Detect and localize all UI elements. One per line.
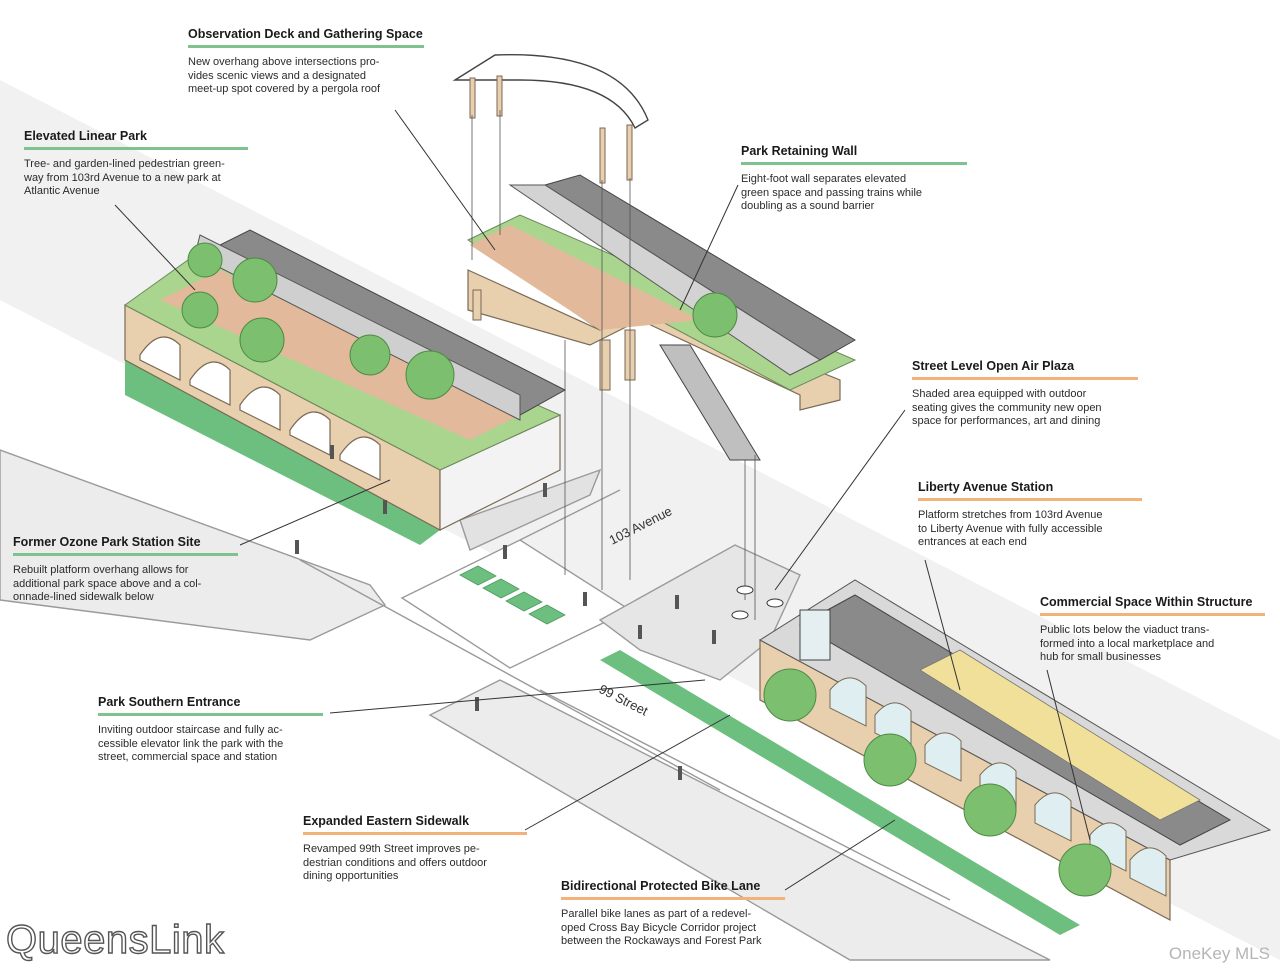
plaza-tables	[731, 585, 784, 620]
central-trees	[692, 292, 738, 338]
callout-bike-lane: Bidirectional Protected Bike Lane Parall…	[561, 879, 785, 949]
callout-park-retaining-wall: Park Retaining Wall Eight-foot wall sepa…	[741, 144, 967, 214]
west-trees	[181, 242, 455, 400]
callout-body: Parallel bike lanes as part of a redevel…	[561, 908, 762, 948]
callout-title: Liberty Avenue Station	[918, 480, 1054, 494]
callout-body: Shaded area equipped with outdoor seatin…	[912, 388, 1102, 428]
callout-body: Public lots below the viaduct trans- for…	[1040, 624, 1215, 664]
callout-elevated-linear-park: Elevated Linear Park Tree- and garden-li…	[24, 129, 248, 199]
callout-rule	[1040, 613, 1265, 616]
callout-title: Street Level Open Air Plaza	[912, 359, 1075, 373]
callout-title: Former Ozone Park Station Site	[13, 535, 201, 549]
pergola-roof	[452, 53, 649, 130]
callout-body: Inviting outdoor staircase and fully ac-…	[98, 724, 284, 764]
callout-title: Observation Deck and Gathering Space	[188, 27, 423, 41]
callout-title: Expanded Eastern Sidewalk	[303, 814, 470, 828]
callout-body: Revamped 99th Street improves pe- destri…	[303, 843, 487, 883]
people	[295, 445, 716, 780]
west-arches	[139, 336, 381, 481]
curb-line-3	[539, 689, 951, 901]
pergola	[452, 53, 649, 184]
callout-rule	[13, 553, 238, 556]
elevator-tower	[799, 609, 831, 661]
crosswalk-stripes	[459, 565, 566, 625]
callout-rule	[912, 377, 1138, 380]
callout-body: Eight-foot wall separates elevated green…	[741, 173, 923, 213]
callout-title: Elevated Linear Park	[24, 129, 147, 143]
callout-rule	[561, 897, 785, 900]
callout-title: Park Retaining Wall	[741, 144, 858, 158]
projection-lines	[471, 110, 756, 620]
callout-body: Rebuilt platform overhang allows for add…	[13, 564, 202, 604]
leader-lines	[114, 109, 1091, 891]
callout-rule	[918, 498, 1142, 501]
callout-street-level-plaza: Street Level Open Air Plaza Shaded area …	[912, 359, 1138, 429]
callout-expanded-eastern-sidewalk: Expanded Eastern Sidewalk Revamped 99th …	[303, 814, 527, 884]
callout-body: Platform stretches from 103rd Avenue to …	[918, 509, 1103, 549]
callout-commercial-space: Commercial Space Within Structure Public…	[1040, 595, 1265, 665]
callout-rule	[741, 162, 967, 165]
bike-lane-west	[125, 360, 440, 545]
observation-deck-floor	[470, 225, 700, 330]
callout-body: Tree- and garden-lined pedestrian green-…	[24, 158, 225, 198]
central-stair	[659, 344, 761, 461]
callout-rule	[303, 832, 527, 835]
callout-observation-deck: Observation Deck and Gathering Space New…	[188, 27, 424, 97]
callout-title: Park Southern Entrance	[98, 695, 241, 709]
sidewalk-east	[428, 679, 1051, 961]
callout-former-ozone-park: Former Ozone Park Station Site Rebuilt p…	[13, 535, 238, 605]
bike-lane-east	[600, 650, 1080, 935]
callout-title: Commercial Space Within Structure	[1040, 595, 1253, 609]
curb-line-2	[519, 489, 621, 541]
east-trees	[763, 668, 1112, 897]
callout-title: Bidirectional Protected Bike Lane	[561, 879, 761, 893]
central-column-3	[472, 289, 482, 321]
callout-rule	[24, 147, 248, 150]
onekey-mls-watermark: OneKey MLS	[1168, 944, 1270, 963]
central-column-1	[599, 339, 611, 391]
east-platform-edge	[919, 649, 1201, 821]
west-viaduct	[124, 229, 567, 532]
queenslink-watermark: QueensLink	[5, 917, 225, 962]
callout-rule	[188, 45, 424, 48]
callout-body: New overhang above intersections pro- vi…	[188, 56, 381, 96]
curb-line-1	[299, 559, 721, 791]
sidewalk-west	[0, 449, 387, 641]
callout-rule	[98, 713, 323, 716]
callout-liberty-avenue-station: Liberty Avenue Station Platform stretche…	[918, 480, 1142, 550]
callout-park-southern-entrance: Park Southern Entrance Inviting outdoor …	[98, 695, 323, 765]
ground-streets	[0, 449, 1051, 961]
